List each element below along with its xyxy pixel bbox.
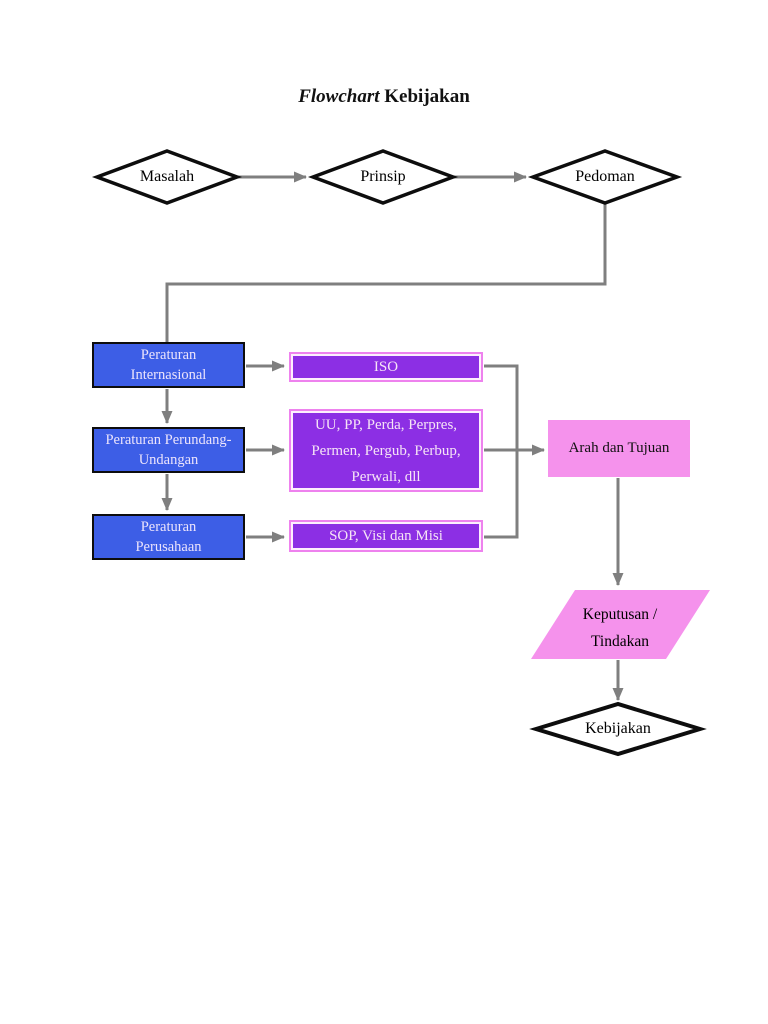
peraturan-perundang-label: Peraturan Perundang- Undangan (105, 432, 232, 468)
uu-pp-perda-label: UU, PP, Perda, Perpres, Permen, Pergub, … (311, 416, 461, 485)
page-title-flowchart: Flowchart (298, 86, 380, 107)
diamond-masalah (91, 149, 243, 205)
diamond-prinsip (307, 149, 459, 205)
peraturan-perundang-box: Peraturan Perundang- Undangan (92, 427, 245, 473)
diamond-pedoman (527, 149, 683, 205)
sop-visi-misi-box: SOP, Visi dan Misi (289, 520, 483, 552)
sop-visi-misi-label: SOP, Visi dan Misi (329, 527, 443, 544)
diamond-kebijakan (529, 701, 707, 757)
peraturan-internasional-label: Peraturan Internasional (130, 347, 207, 383)
uu-pp-perda-box: UU, PP, Perda, Perpres, Permen, Pergub, … (289, 409, 483, 492)
connector-pedoman-internasional (165, 203, 607, 342)
peraturan-internasional-box: Peraturan Internasional (92, 342, 245, 388)
arah-dan-tujuan-box: Arah dan Tujuan (548, 420, 690, 477)
arah-dan-tujuan-label: Arah dan Tujuan (568, 440, 670, 456)
parallelogram-keputusan (531, 590, 710, 659)
peraturan-perusahaan-label: Peraturan Perusahaan (135, 519, 202, 555)
page-title-kebijakan: Kebijakan (384, 86, 470, 107)
page-title: Flowchart Kebijakan (0, 86, 768, 108)
peraturan-perusahaan-box: Peraturan Perusahaan (92, 514, 245, 560)
iso-box: ISO (289, 352, 483, 382)
iso-label: ISO (373, 358, 399, 375)
